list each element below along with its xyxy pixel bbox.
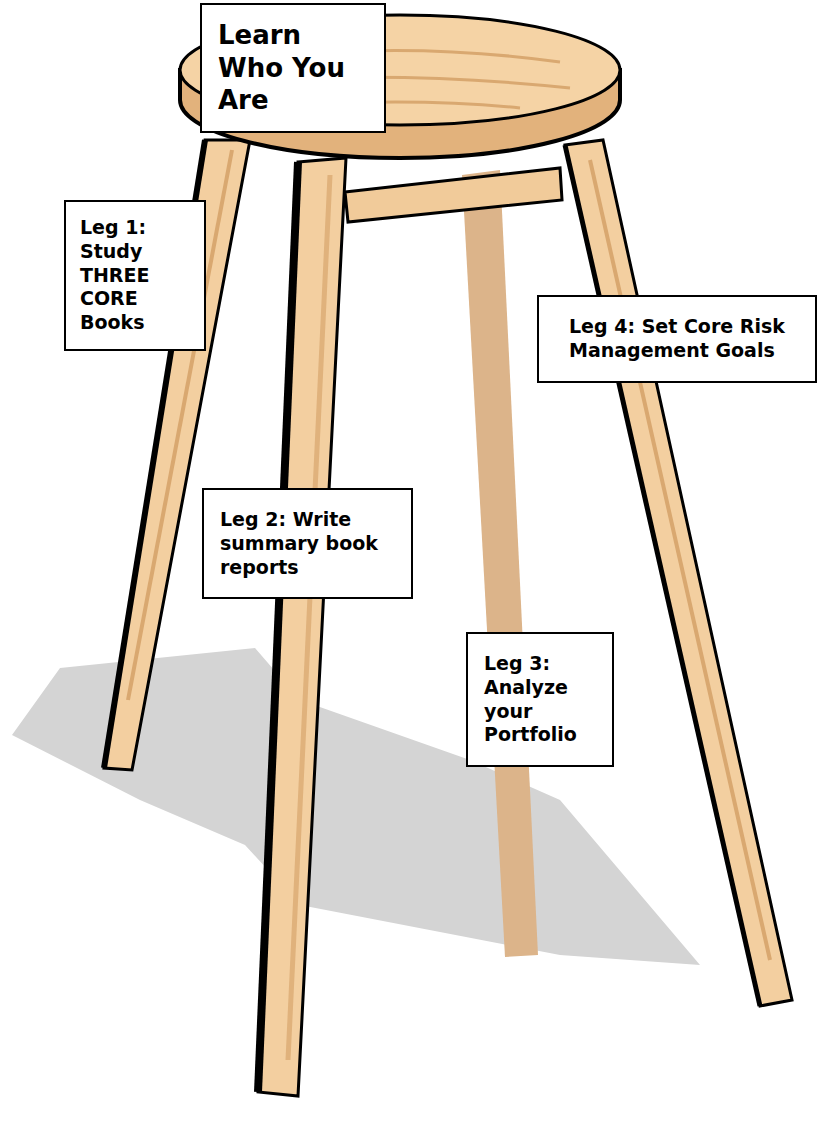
stool-leg <box>565 140 792 1006</box>
label-text: Leg 2: Write summary book reports <box>220 508 395 579</box>
label-text: Leg 1: Study THREE CORE Books <box>80 216 190 335</box>
label-text: Leg 4: Set Core Risk Management Goals <box>569 315 799 363</box>
label-text: Learn Who You Are <box>218 19 368 117</box>
leg-grain <box>288 175 330 1060</box>
leg-label-box: Leg 3: Analyze your Portfolio <box>466 632 614 767</box>
leg-grain <box>590 160 770 960</box>
stool-leg <box>462 170 538 957</box>
stool-stretcher <box>345 168 562 222</box>
label-text: Leg 3: Analyze your Portfolio <box>484 652 596 747</box>
stool-leg <box>258 158 346 1096</box>
seat-label-box: Learn Who You Are <box>200 3 386 133</box>
seat-top <box>180 15 620 125</box>
leg-label-box: Leg 4: Set Core Risk Management Goals <box>537 295 817 383</box>
leg-label-box: Leg 2: Write summary book reports <box>202 488 413 599</box>
leg-outline <box>565 145 760 1006</box>
leg-label-box: Leg 1: Study THREE CORE Books <box>64 200 206 351</box>
